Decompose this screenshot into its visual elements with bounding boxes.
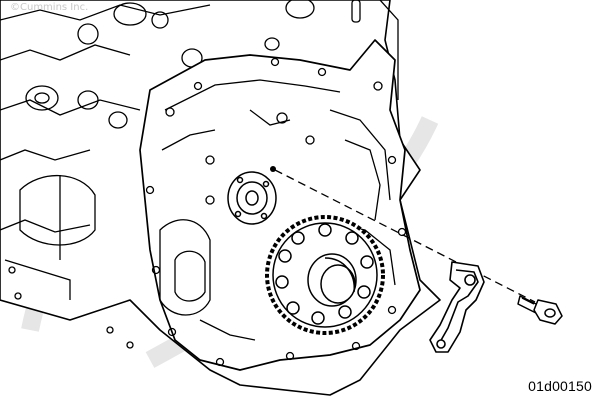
- block-top-details: [0, 0, 399, 349]
- watermark-label: ©Cummins Inc.: [10, 2, 89, 13]
- alignment-line: [270, 166, 536, 303]
- bracket-part: [429, 261, 485, 353]
- camshaft-hub: [227, 171, 277, 225]
- crankshaft-gear: [265, 215, 385, 335]
- figure-id-label: 01d00150: [528, 378, 592, 394]
- capscrew-part: [517, 295, 563, 325]
